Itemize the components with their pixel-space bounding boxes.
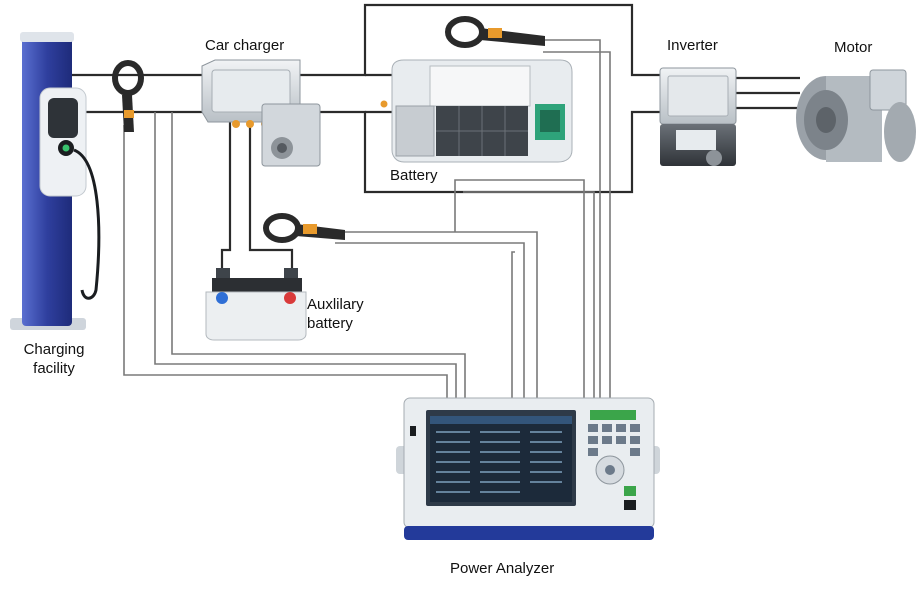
battery-label: Battery xyxy=(390,167,438,184)
auxiliary-battery-label: Auxlilary battery xyxy=(307,295,364,333)
charging-facility-label-line2: facility xyxy=(33,360,75,377)
power-analyzer-icon xyxy=(396,397,660,540)
charging-facility-label-line1: Charging xyxy=(23,341,85,358)
current-clamp-icon xyxy=(445,16,545,48)
auxiliary-battery-icon xyxy=(205,268,307,341)
signal-wiring xyxy=(123,39,611,400)
car-charger-icon xyxy=(201,59,321,167)
inverter-icon xyxy=(659,67,737,166)
battery-pack-icon xyxy=(380,59,573,163)
power-analyzer-label: Power Analyzer xyxy=(450,560,555,577)
motor-icon xyxy=(796,69,916,162)
charging-facility-label: Charging facility xyxy=(14,340,94,378)
motor-label: Motor xyxy=(834,39,873,56)
charging-post-icon xyxy=(10,32,101,330)
current-clamp-icon xyxy=(263,213,345,243)
current-clamp-icon xyxy=(112,60,144,132)
auxiliary-battery-label-line1: Auxlilary xyxy=(307,296,364,313)
car-charger-label: Car charger xyxy=(205,37,285,54)
auxiliary-battery-label-line2: battery xyxy=(307,315,353,332)
inverter-label: Inverter xyxy=(667,37,718,54)
